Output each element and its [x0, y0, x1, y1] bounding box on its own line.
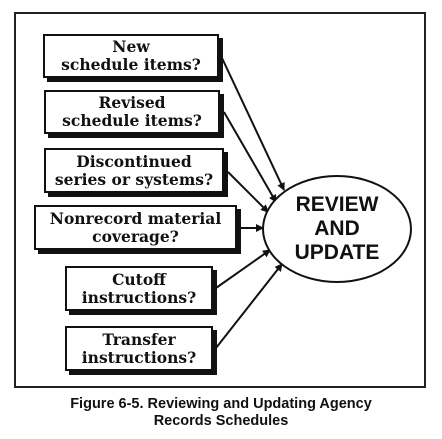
arrow-transfer-instructions	[215, 263, 283, 349]
question-transfer-instructions: Transfer instructions?	[65, 326, 213, 371]
diagram-frame	[14, 12, 426, 388]
question-revised-schedule-items: Revised schedule items?	[44, 90, 220, 134]
question-cutoff-instructions: Cutoff instructions?	[65, 266, 213, 311]
review-and-update-oval: REVIEW AND UPDATE	[262, 175, 412, 283]
question-discontinued-series: Discontinued series or systems?	[44, 148, 224, 193]
arrow-discontinued-series	[227, 171, 269, 213]
figure-caption: Figure 6-5. Reviewing and Updating Agenc…	[70, 396, 372, 429]
arrow-revised-schedule-items	[223, 111, 277, 203]
arrow-cutoff-instructions	[215, 249, 271, 289]
question-nonrecord-material: Nonrecord material coverage?	[34, 205, 237, 250]
question-new-schedule-items: New schedule items?	[43, 34, 219, 78]
arrow-new-schedule-items	[221, 57, 285, 191]
